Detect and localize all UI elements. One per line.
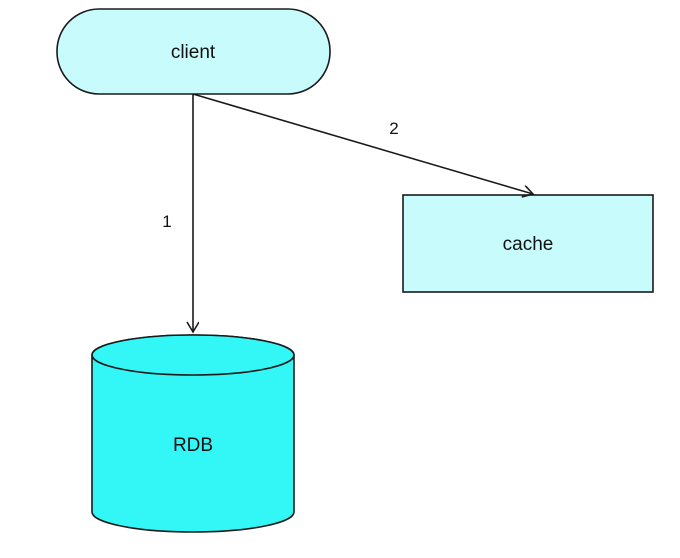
cache-shape	[402, 194, 654, 293]
rdb-cylinder-top	[91, 334, 295, 376]
cache-label: cache	[503, 234, 554, 255]
rdb-node[interactable]: RDB	[91, 334, 295, 533]
cache-node[interactable]: cache	[402, 194, 654, 293]
edge-1-label: 1	[162, 212, 171, 231]
client-label: client	[171, 42, 216, 63]
client-node[interactable]: client	[56, 8, 331, 95]
edge-2-label: 2	[389, 119, 398, 138]
edge-client-to-cache: 2	[192, 93, 533, 194]
rdb-label: RDB	[173, 435, 213, 456]
edge-2-arrow	[192, 93, 533, 194]
edge-client-to-rdb: 1	[162, 94, 193, 332]
